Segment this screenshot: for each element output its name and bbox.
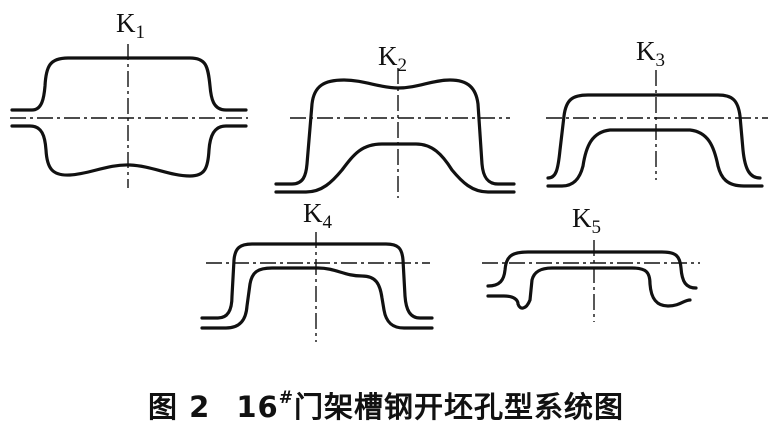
caption-text: 门架槽钢开坯孔型系统图 bbox=[293, 390, 624, 424]
pass-k5-label: K5 bbox=[572, 203, 601, 238]
pass-k5-upper-contour bbox=[486, 250, 698, 290]
pass-k3-lower-contour bbox=[546, 128, 764, 188]
pass-k2-lower-contour bbox=[274, 142, 516, 194]
pass-k2: K2 bbox=[274, 41, 516, 198]
pass-k1: K1 bbox=[10, 8, 248, 188]
pass-k1-lower-contour bbox=[10, 124, 248, 178]
pass-k3-upper-contour bbox=[546, 93, 762, 180]
pass-k2-label: K2 bbox=[378, 41, 407, 76]
pass-k3: K3 bbox=[546, 36, 768, 188]
pass-k2-upper-contour bbox=[274, 78, 516, 186]
pass-k1-label: K1 bbox=[116, 8, 145, 43]
pass-k4-upper-contour bbox=[200, 242, 434, 320]
pass-k5: K5 bbox=[482, 203, 700, 322]
figure-number: 图 2 bbox=[148, 390, 211, 424]
pass-k4-label: K4 bbox=[303, 198, 333, 233]
pass-k1-upper-contour bbox=[10, 56, 248, 112]
pass-k4: K4 bbox=[200, 198, 434, 342]
channel-size: 16 bbox=[236, 390, 279, 424]
pass-k3-label: K3 bbox=[636, 36, 665, 71]
pass-k5-lower-contour bbox=[486, 266, 692, 310]
size-mark: # bbox=[278, 388, 294, 408]
figure-caption: 图 2 16#门架槽钢开坯孔型系统图 bbox=[0, 384, 772, 426]
pass-k4-lower-contour bbox=[200, 266, 434, 330]
